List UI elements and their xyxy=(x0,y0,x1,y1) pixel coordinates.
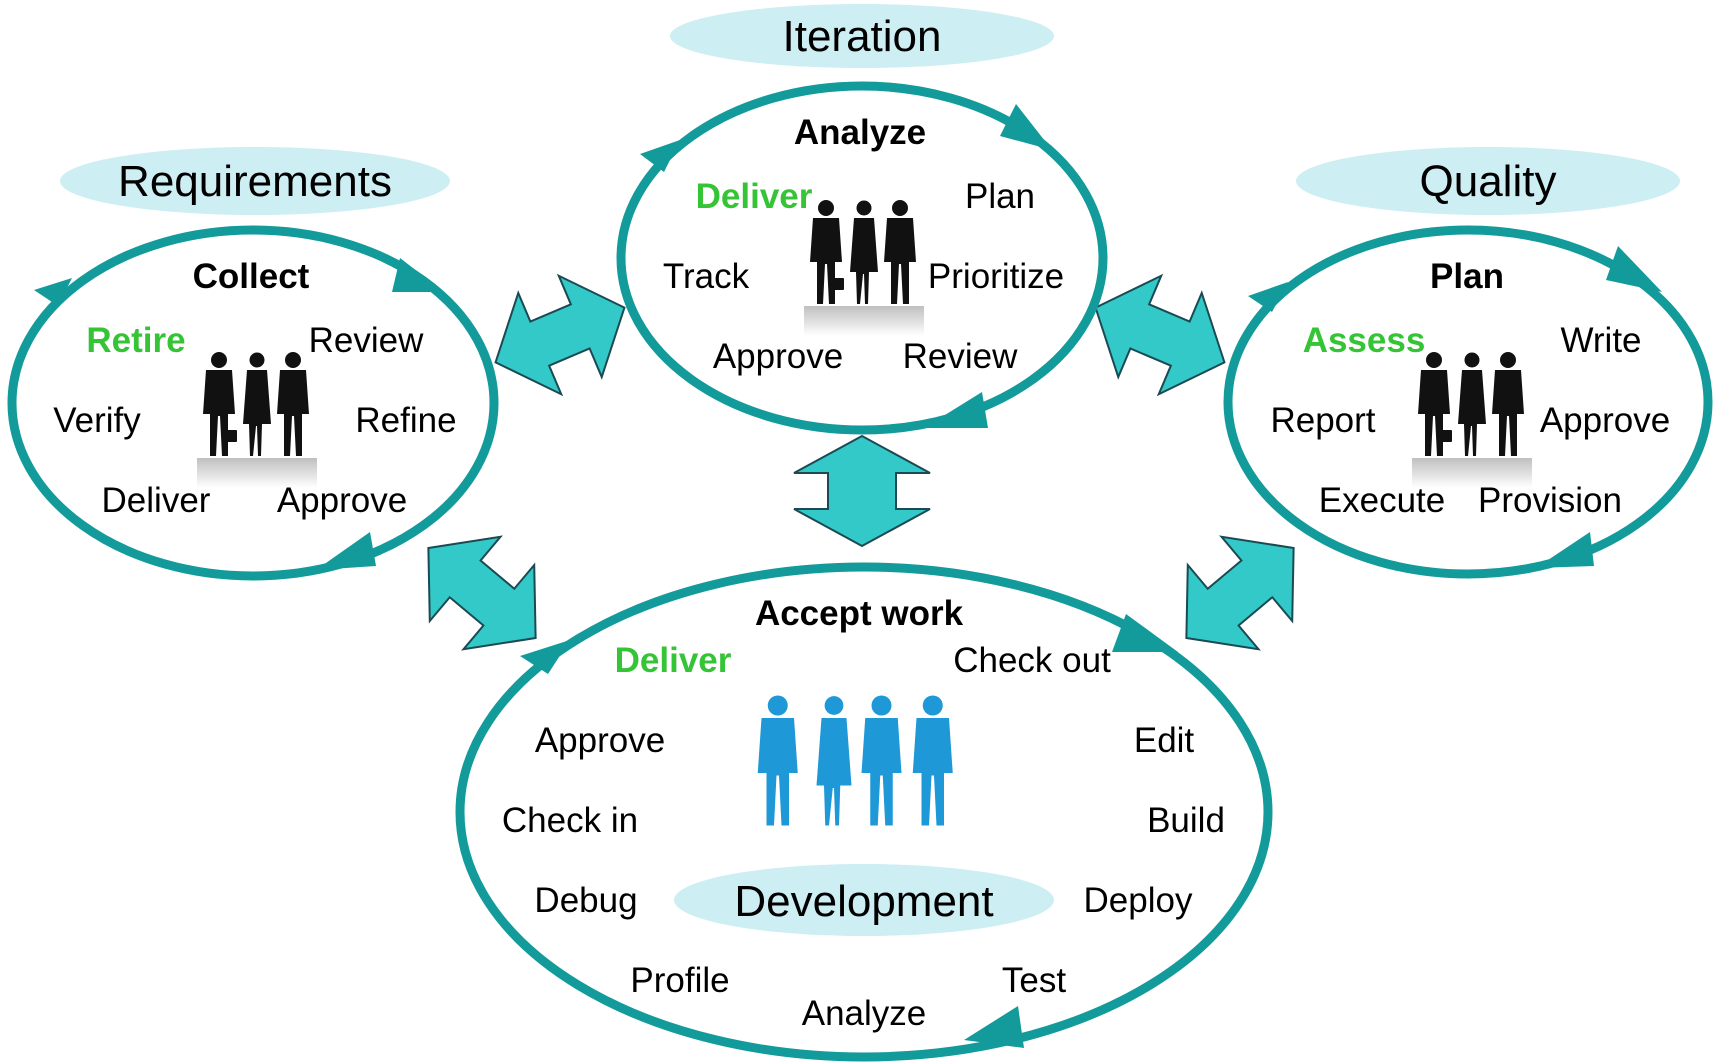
cycle-ring xyxy=(455,562,1273,1062)
connector-iteration-quality xyxy=(1094,273,1226,397)
step-deliver: Deliver xyxy=(102,481,211,520)
cycle-arrowhead-icon xyxy=(964,1006,1024,1048)
step-profile: Profile xyxy=(630,961,729,1000)
step-plan: Plan xyxy=(965,177,1035,216)
double-headed-arrow-icon xyxy=(1094,273,1226,397)
cycle-arrowhead-icon xyxy=(1606,246,1662,292)
step-test: Test xyxy=(1002,961,1066,1000)
requirements-cycle: Requirements Collect Retire Review Verif… xyxy=(7,147,499,581)
step-refine: Refine xyxy=(355,401,456,440)
step-debug: Debug xyxy=(534,881,637,920)
cycle-arrowhead-icon xyxy=(316,532,376,570)
current-step: Retire xyxy=(86,321,185,360)
step-review: Review xyxy=(903,337,1018,376)
cycle-arrowhead-icon xyxy=(392,258,444,292)
connector-iteration-development xyxy=(793,434,931,548)
cycle-title: Iteration xyxy=(783,12,942,61)
cycle-arrowhead-icon xyxy=(520,640,570,674)
cycle-ring xyxy=(7,225,499,581)
people-silhouette-icon xyxy=(804,200,924,336)
current-step: Assess xyxy=(1303,321,1426,360)
step-approve: Approve xyxy=(535,721,665,760)
quality-cycle: Quality Plan Assess Write Report Approve… xyxy=(1223,147,1713,579)
connector-quality-development xyxy=(1185,535,1295,651)
step-report: Report xyxy=(1270,401,1375,440)
development-cycle: Development Accept work Deliver Check ou… xyxy=(455,562,1273,1062)
current-step: Deliver xyxy=(615,641,732,680)
double-headed-arrow-icon xyxy=(793,434,931,548)
cycle-arrowhead-icon xyxy=(1112,614,1178,652)
cycle-arrowhead-icon xyxy=(1536,532,1594,568)
step-build: Build xyxy=(1147,801,1225,840)
step-review: Review xyxy=(309,321,424,360)
cycle-ring xyxy=(616,81,1108,435)
title-pill xyxy=(670,4,1054,68)
connector-requirements-development xyxy=(427,535,537,651)
double-headed-arrow-icon xyxy=(1185,535,1295,651)
step-check-out: Check out xyxy=(953,641,1111,680)
title-pill xyxy=(1296,147,1680,215)
cycle-arrowhead-icon xyxy=(34,278,72,306)
cycle-head-step: Plan xyxy=(1430,257,1504,296)
title-pill xyxy=(674,864,1054,936)
iteration-cycle: Iteration Analyze Deliver Plan Track Pri… xyxy=(616,4,1108,435)
double-headed-arrow-icon xyxy=(427,535,537,651)
cycle-arrowhead-icon xyxy=(924,392,988,428)
step-track: Track xyxy=(663,257,750,296)
cycle-title: Requirements xyxy=(118,157,392,206)
cycle-title: Quality xyxy=(1420,157,1557,206)
cycle-head-step: Accept work xyxy=(755,594,964,633)
step-deploy: Deploy xyxy=(1084,881,1193,920)
step-verify: Verify xyxy=(53,401,141,440)
cycle-arrowhead-icon xyxy=(640,140,680,172)
connector-requirements-iteration xyxy=(494,273,626,397)
step-approve: Approve xyxy=(713,337,843,376)
current-step: Deliver xyxy=(696,177,813,216)
step-approve: Approve xyxy=(1540,401,1670,440)
step-prioritize: Prioritize xyxy=(928,257,1064,296)
cycle-arrowhead-icon xyxy=(1000,104,1052,150)
connectors xyxy=(427,273,1295,651)
step-edit: Edit xyxy=(1134,721,1195,760)
people-silhouette-icon xyxy=(1412,352,1532,488)
step-analyze: Analyze xyxy=(802,994,927,1033)
cycle-title: Development xyxy=(734,877,993,926)
cycle-head-step: Analyze xyxy=(794,113,926,152)
cycle-arrowhead-icon xyxy=(1248,282,1288,312)
title-pill xyxy=(60,147,450,215)
step-write: Write xyxy=(1560,321,1641,360)
double-headed-arrow-icon xyxy=(494,273,626,397)
step-check-in: Check in xyxy=(502,801,638,840)
cycle-ring xyxy=(1223,225,1713,579)
business-team-icon xyxy=(757,695,953,826)
people-silhouette-icon xyxy=(197,352,317,488)
cycle-head-step: Collect xyxy=(193,257,310,296)
